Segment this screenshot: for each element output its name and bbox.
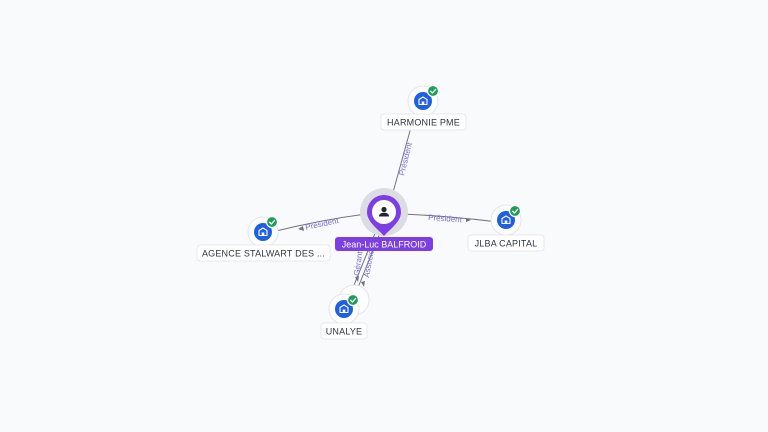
company-label-box (196, 244, 331, 262)
company-node-agence[interactable]: AGENCE STALWART DES ... (196, 215, 331, 262)
company-name-harmonie: HARMONIE PME (387, 118, 460, 128)
company-label-box (380, 113, 467, 131)
company-node-unalye[interactable]: UNALYE (320, 284, 370, 340)
verified-check-icon (265, 215, 279, 229)
company-name-jlba: JLBA CAPITAL (475, 239, 538, 249)
edge-jlba (401, 213, 499, 223)
company-icon (501, 215, 511, 225)
company-label-box (467, 234, 545, 252)
company-node-harmonie[interactable]: HARMONIE PME (380, 84, 467, 131)
verified-check-icon (508, 204, 522, 218)
person-node[interactable]: Jean-Luc BALFROID (335, 188, 433, 251)
arrow-unalye-a (355, 276, 359, 282)
person-label-box (335, 237, 433, 251)
company-name-agence: AGENCE STALWART DES ... (202, 249, 325, 259)
person-icon (379, 206, 389, 217)
relation-label-agence: Président (305, 216, 341, 232)
edge-harmonie (391, 119, 414, 197)
company-icon (339, 304, 349, 314)
edge-agence (271, 213, 367, 233)
relation-label-unalye-gerant: Gérant (352, 250, 364, 276)
arrow-jlba (466, 218, 471, 222)
company-node-jlba[interactable]: JLBA CAPITAL (467, 204, 545, 252)
company-name-unalye: UNALYE (326, 327, 363, 337)
relation-label-jlba: Président (428, 213, 463, 224)
relation-label-harmonie: Président (397, 141, 414, 177)
verified-check-icon (346, 293, 360, 307)
arrow-agence (298, 226, 304, 231)
company-label-box (320, 322, 368, 340)
person-name: Jean-Luc BALFROID (342, 240, 427, 250)
company-icon (258, 227, 268, 237)
company-icon (418, 96, 428, 106)
arrow-unalye-b (361, 281, 365, 287)
verified-check-icon (426, 84, 440, 98)
